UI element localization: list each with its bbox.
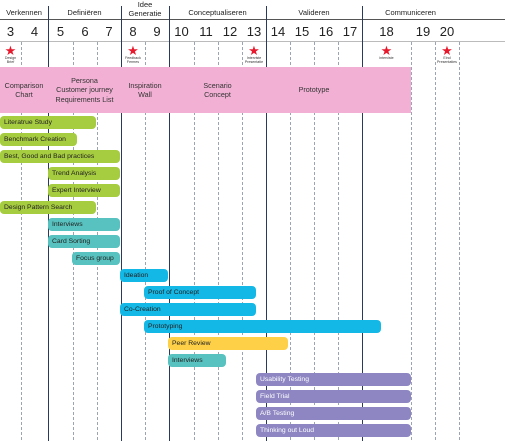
week-divider	[290, 42, 291, 440]
week-divider	[338, 42, 339, 440]
week-divider	[218, 42, 219, 440]
phase-divider	[121, 6, 122, 441]
activity-bar: Literatrue Study	[0, 116, 96, 129]
phase-label-definieren: Definiëren	[67, 8, 102, 17]
week-divider	[314, 42, 315, 440]
activity-bar: Ideation	[120, 269, 168, 282]
week-number: 14	[270, 24, 286, 39]
week-divider	[411, 42, 412, 440]
week-number: 7	[105, 24, 113, 39]
week-divider	[194, 42, 195, 440]
activity-bar: Benchmark Creation	[0, 133, 77, 146]
milestone-star-icon: ★	[127, 43, 139, 58]
activity-bar: Best, Good and Bad practices	[0, 150, 120, 163]
milestone-star-icon: ★	[248, 43, 260, 58]
deliverables-band	[0, 67, 411, 113]
week-number: 19	[415, 24, 431, 39]
week-number: 3	[6, 24, 15, 39]
milestone-star-icon: ★	[380, 43, 393, 58]
milestone-star-icon: ★	[4, 43, 17, 58]
week-row-rule	[0, 41, 505, 42]
activity-bar: Design Pattern Search	[0, 201, 96, 214]
week-number: 8	[129, 24, 137, 39]
week-divider	[435, 42, 436, 440]
activity-bar: Proof of Concept	[144, 286, 256, 299]
week-number: 9	[153, 24, 161, 39]
phase-divider	[266, 6, 267, 441]
activity-bar: Thinking out Loud	[256, 424, 411, 437]
phase-divider	[362, 6, 363, 441]
week-number: 17	[342, 24, 358, 39]
week-number: 15	[294, 24, 310, 39]
activity-bar: Peer Review	[168, 337, 288, 350]
phase-label-verkennen: Verkennen	[6, 8, 42, 17]
milestone-label: interviste	[379, 56, 394, 60]
week-divider	[242, 42, 243, 440]
week-divider	[459, 42, 460, 440]
week-number: 20	[439, 24, 455, 39]
week-number: 4	[30, 24, 39, 39]
week-divider	[21, 42, 22, 440]
week-number: 5	[56, 24, 65, 39]
activity-bar: Expert Interview	[48, 184, 120, 197]
phase-divider	[169, 6, 170, 441]
week-number: 18	[379, 24, 394, 39]
activity-bar: Interviews	[48, 218, 120, 231]
week-number: 6	[81, 24, 89, 39]
activity-bar: Focus group	[72, 252, 120, 265]
week-number: 12	[222, 24, 238, 39]
activity-bar: Co-Creation	[120, 303, 256, 316]
activity-bar: Card Sorting	[48, 235, 120, 248]
phase-label-communiceren: Communiceren	[385, 8, 436, 17]
phase-label-conceptualiseren: Conceptualiseren	[188, 8, 247, 17]
header-rule	[0, 19, 505, 20]
week-number: 10	[174, 24, 189, 39]
deliverable-label: Prototype	[298, 85, 330, 95]
phase-label-valideren: Valideren	[298, 8, 330, 17]
week-divider	[145, 42, 146, 440]
week-number: 11	[199, 24, 213, 39]
activity-bar: Trend Analysis	[48, 167, 120, 180]
activity-bar: Interviews	[168, 354, 226, 367]
milestone-star-icon: ★	[441, 43, 453, 58]
activity-bar: Usability Testing	[256, 373, 411, 386]
week-number: 13	[246, 24, 262, 39]
week-number: 16	[318, 24, 334, 39]
activity-bar: A/B Testing	[256, 407, 411, 420]
activity-bar: Prototyping	[144, 320, 381, 333]
activity-bar: Field Trial	[256, 390, 411, 403]
